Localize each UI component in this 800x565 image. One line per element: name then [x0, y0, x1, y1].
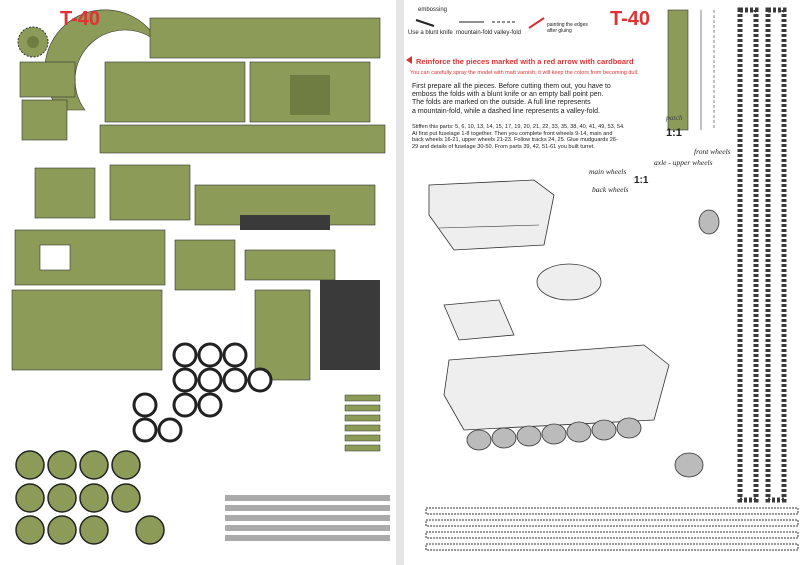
- legend-painting: painting the edges after gluing: [547, 22, 588, 34]
- legend-mountain-fold: mountain-fold: [456, 30, 493, 36]
- instruction-artwork: [406, 7, 799, 551]
- front-wheels-label: front wheels: [694, 147, 731, 156]
- center-fold: [396, 0, 404, 565]
- intro-text: First prepare all the pieces. Before cut…: [412, 83, 611, 115]
- legend-blunt-knife: Use a blunt knife: [408, 30, 453, 36]
- assembly-steps: Stiffen this parts: 5, 6, 10, 13, 14, 15…: [412, 124, 625, 150]
- parts-artwork: [11, 9, 390, 545]
- scale-label-small: 1:1: [634, 175, 649, 186]
- axle-upper-wheels-label: axle - upper wheels: [654, 158, 713, 167]
- right-title: T-40: [610, 8, 651, 30]
- main-wheels-label: main wheels: [589, 167, 627, 176]
- left-title: T-40: [60, 8, 101, 30]
- instructions-page: embossing Use a blunt knife mountain-fol…: [404, 0, 800, 565]
- back-wheels-label: back wheels: [592, 185, 629, 194]
- varnish-note: You can carefully spray the model with m…: [410, 70, 639, 76]
- scale-label: 1:1: [666, 127, 682, 139]
- reinforce-warning: Reinforce the pieces marked with a red a…: [416, 57, 634, 66]
- patch-label: patch: [666, 113, 683, 122]
- legend-embossing: embossing: [418, 7, 448, 13]
- legend-valley-fold: valley-fold: [494, 30, 522, 36]
- parts-page: T-40: [0, 0, 396, 565]
